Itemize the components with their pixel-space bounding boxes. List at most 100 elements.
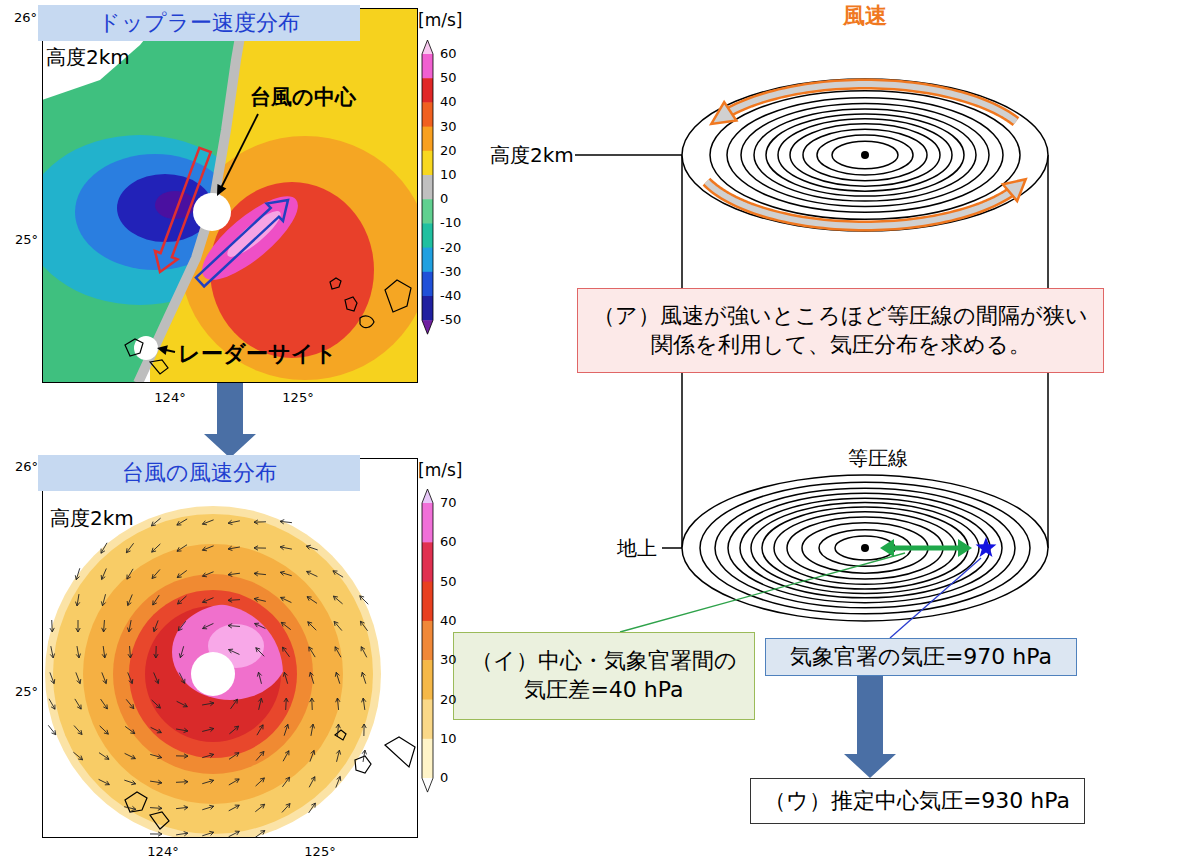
isobar-ring [727, 98, 1003, 213]
axis-label: 124° [154, 390, 185, 406]
wind-vector [229, 753, 239, 760]
box-text: （ウ）推定中心気圧=930 hPa [764, 787, 1070, 816]
wind-vector-head [311, 803, 315, 808]
velocity-field [191, 183, 310, 292]
level-label: 地上 [617, 536, 657, 560]
wind-vector-head [260, 831, 265, 835]
wind-vector-head [157, 729, 162, 733]
wind-vector-head [51, 705, 55, 710]
wind-vector [202, 598, 213, 603]
wind-vector-head [152, 548, 156, 552]
wind-vector-head [362, 750, 366, 754]
value-box: 気象官署の気圧=970 hPa [765, 638, 1077, 676]
wind-vector [203, 623, 214, 628]
wind-vector-head [360, 596, 364, 600]
wind-vector [73, 752, 82, 760]
wind-vector-head [281, 597, 286, 601]
wind-vector-head [177, 521, 182, 525]
wind-vector [151, 518, 160, 526]
wind-vector-head [101, 575, 105, 580]
wind-vector [308, 622, 317, 630]
wind-vector [309, 777, 315, 788]
wind-vector [255, 804, 264, 811]
wind-vector [128, 594, 133, 605]
tick-label: 20 [440, 143, 457, 159]
wind-vector [177, 545, 187, 552]
isobar-ring [832, 141, 898, 168]
wind-vector-head [360, 621, 364, 626]
map-ground [42, 458, 418, 838]
wind-vector [280, 572, 291, 575]
isobar-label: 等圧線 [848, 446, 908, 470]
wind-vector [230, 699, 237, 709]
color-bar-band [422, 272, 433, 297]
island-outline [385, 737, 415, 767]
wind-vector-head [131, 806, 135, 810]
color-bar-band [422, 542, 433, 582]
wind-vector-head [333, 596, 337, 600]
wind-vector-head [131, 755, 136, 759]
wind-vector [178, 596, 187, 604]
wind-vector-head [184, 728, 188, 732]
wind-vector [127, 569, 133, 579]
level-label: 高度2km [490, 143, 574, 167]
isobar-ring [778, 119, 952, 191]
wind-vector-head [283, 672, 287, 676]
wind-vector [255, 623, 266, 628]
wind-vector [125, 726, 135, 733]
wind-vector-head [101, 549, 105, 554]
wind-vector-head [155, 679, 159, 684]
wind-vector-head [309, 672, 313, 676]
wind-vector-head [310, 698, 314, 702]
wind-vector [257, 725, 263, 735]
color-bar-end [422, 320, 433, 334]
wind-vector-head [286, 804, 290, 808]
wind-vector [153, 595, 160, 605]
wind-speed-band [113, 574, 313, 774]
wind-vector-head [234, 753, 239, 757]
inflow-arrow [196, 200, 288, 286]
wind-vector-head [311, 750, 315, 755]
wind-vector [283, 751, 289, 761]
wind-vector [49, 699, 55, 709]
color-bar-band [422, 102, 433, 127]
wind-vector-head [281, 622, 286, 626]
box-text: （ア）風速が強いところほど等圧線の間隔が狭い 関係を利用して、気圧分布を求める。 [593, 302, 1088, 359]
wind-vector [307, 597, 317, 604]
wind-vector [151, 727, 162, 732]
wind-vector-head [209, 831, 213, 835]
wind-vector-head [307, 597, 312, 601]
wind-vector-head [362, 698, 366, 702]
wind-vector-head [254, 597, 258, 601]
wind-vector [202, 520, 213, 524]
wind-vector [281, 597, 292, 602]
wind-vector-head [177, 573, 182, 577]
wind-vector-head [158, 832, 162, 836]
wind-vector [178, 621, 185, 630]
callout-label: レーダーサイト [178, 341, 337, 367]
wind-vector-head [153, 600, 157, 605]
wind-vector-head [52, 730, 56, 735]
wind-speed-map [42, 458, 418, 838]
wind-vector-head [210, 701, 214, 705]
wind-vector-head [285, 724, 289, 728]
wind-vector [306, 546, 317, 550]
wind-vector-head [309, 647, 313, 652]
zero-velocity-band [138, 8, 245, 383]
isobar-ring [754, 109, 976, 201]
pressure-difference-arrowhead [958, 539, 972, 557]
wind-vector [202, 832, 213, 836]
wind-vector [307, 571, 318, 576]
wind-vector-head [282, 647, 286, 652]
wind-vector-head [128, 654, 132, 658]
wind-vector-head [256, 648, 260, 652]
island-outline [360, 316, 374, 328]
wind-vector-head [233, 699, 237, 704]
wind-vector-head [101, 601, 105, 605]
wind-vector-head [127, 601, 131, 606]
wind-vector-head [202, 547, 207, 551]
wind-vector [202, 780, 213, 783]
color-bar-band [422, 582, 433, 622]
wind-vector-head [178, 626, 182, 631]
tick-label: 10 [440, 731, 457, 747]
